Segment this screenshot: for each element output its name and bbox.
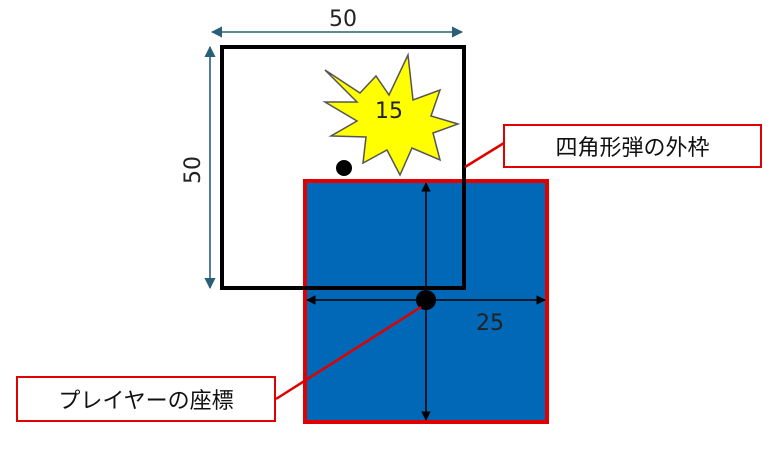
width-label: 50: [329, 7, 357, 32]
height-label: 50: [181, 156, 206, 184]
callout-line-player: [275, 305, 422, 401]
outline-square: [220, 45, 466, 290]
player-point: [416, 290, 436, 310]
callout-square-outline: 四角形弾の外枠: [503, 124, 762, 168]
callout-player-coords: プレイヤーの座標: [16, 376, 276, 422]
half-size-label: 25: [476, 311, 504, 336]
small-dot: [336, 160, 352, 176]
callout-square-outline-text: 四角形弾の外枠: [555, 136, 710, 161]
burst-value-label: 15: [375, 99, 403, 124]
explosion-burst-icon: [322, 52, 461, 177]
callout-line-square: [464, 141, 505, 169]
callout-player-coords-text: プレイヤーの座標: [58, 389, 234, 414]
